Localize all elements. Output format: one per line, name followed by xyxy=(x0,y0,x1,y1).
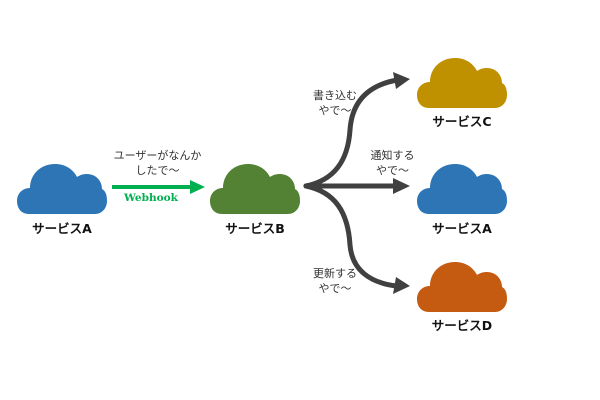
edge-label-line1: 更新する xyxy=(313,267,357,280)
edge-label-line2: やで〜 xyxy=(376,164,409,177)
edge-label-line1: ユーザーがなんか xyxy=(113,149,202,162)
cloud-icon-service-a-right xyxy=(417,164,507,214)
cloud-icon-service-c xyxy=(417,58,507,108)
edge-label-line2: やで〜 xyxy=(318,282,352,295)
edge-label-b-to-c: 書き込む やで〜 xyxy=(300,88,370,118)
service-a-right-label: サービスA xyxy=(432,221,492,236)
cloud-icon-service-a-left xyxy=(17,164,107,214)
arrowhead-d xyxy=(393,277,410,294)
cloud-icon-service-d xyxy=(417,262,507,312)
branch-arrows xyxy=(303,77,400,289)
arrow-to-service-c xyxy=(303,77,400,189)
edge-label-line1: 書き込む xyxy=(313,89,357,102)
arrow-to-service-d xyxy=(303,183,400,289)
edge-label-line1: 通知する xyxy=(370,149,415,162)
service-a-left-label: サービスA xyxy=(32,221,92,236)
webhook-badge: Webhook xyxy=(124,192,178,204)
edge-label-line2: したで〜 xyxy=(135,164,180,177)
arrowhead-a xyxy=(393,178,410,194)
cloud-icon-service-b xyxy=(210,164,300,214)
edge-label-line2: やで〜 xyxy=(318,104,352,117)
edge-label-b-to-a: 通知する やで〜 xyxy=(355,148,430,178)
service-d-label: サービスD xyxy=(431,318,493,333)
edge-label-a-to-b: ユーザーがなんか したで〜 xyxy=(100,148,215,178)
arrowhead-c xyxy=(393,72,410,89)
edge-label-b-to-d: 更新する やで〜 xyxy=(300,266,370,296)
webhook-arrow xyxy=(112,180,205,194)
service-b-label: サービスB xyxy=(225,221,285,236)
service-c-label: サービスC xyxy=(432,114,492,129)
